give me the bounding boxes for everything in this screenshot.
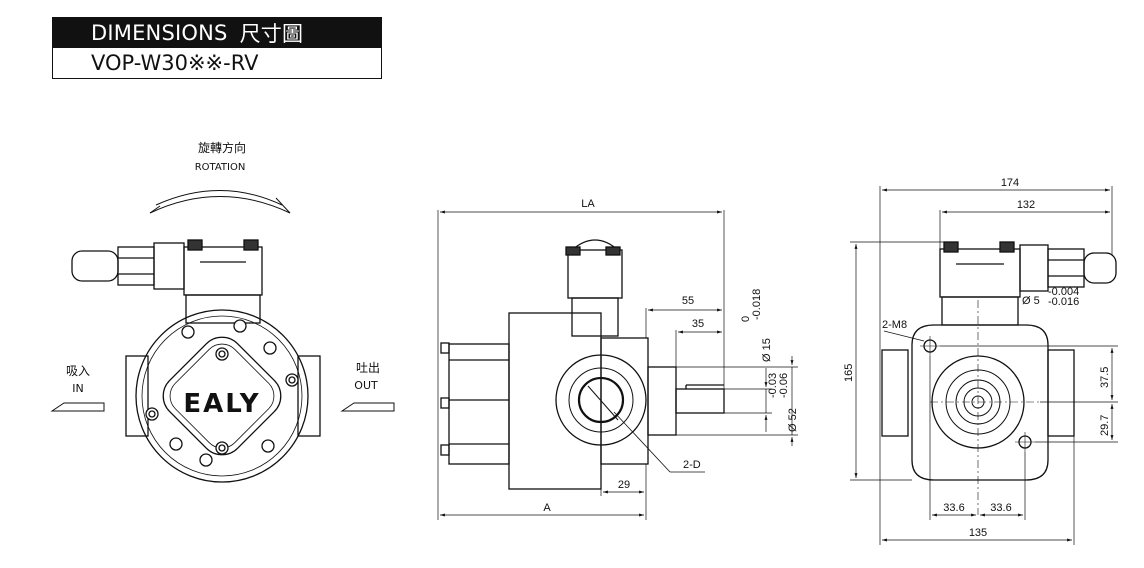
rear-main-body bbox=[911, 324, 1049, 481]
out-label-zh: 吐出 bbox=[356, 361, 380, 375]
tol-shaft-lower: -0.018 bbox=[751, 289, 763, 320]
dim-A: A bbox=[543, 502, 551, 514]
dim-55: 55 bbox=[682, 295, 694, 307]
adjuster-nut bbox=[117, 246, 155, 286]
dim-29: 29 bbox=[618, 479, 630, 491]
dim-35: 35 bbox=[692, 318, 704, 330]
brand-logo: EALY bbox=[183, 389, 260, 419]
tol-pilot-lower: -0.06 bbox=[778, 373, 790, 398]
dim-37-5: 37.5 bbox=[1099, 367, 1111, 388]
rear-adjusting-screw bbox=[1083, 252, 1117, 284]
dim-29-7: 29.7 bbox=[1099, 415, 1111, 436]
adjusting-screw bbox=[71, 250, 119, 282]
adjuster-body bbox=[153, 242, 185, 290]
dim-LA: LA bbox=[581, 198, 595, 210]
pump-body-circle bbox=[135, 309, 309, 483]
dim-pilot-dia: Ø 52 bbox=[787, 408, 799, 432]
inlet-port-block bbox=[125, 355, 149, 437]
rear-view: 174 132 Ø 5 -0.004 -0.016 bbox=[843, 177, 1118, 545]
title-block: DIMENSIONS 尺寸圖 VOP-W30※※-RV bbox=[52, 17, 382, 79]
model-number: VOP-W30※※-RV bbox=[91, 51, 259, 75]
tol-bore-lower: -0.016 bbox=[1048, 296, 1079, 308]
out-label-en: OUT bbox=[354, 379, 378, 392]
dim-132: 132 bbox=[1017, 199, 1035, 211]
dim-33-6-left: 33.6 bbox=[943, 502, 964, 514]
title-chinese: 尺寸圖 bbox=[239, 22, 304, 46]
title-header: DIMENSIONS 尺寸圖 bbox=[53, 18, 381, 48]
out-arrow bbox=[340, 402, 395, 412]
rotation-arrow bbox=[149, 196, 291, 214]
pilot-boss bbox=[647, 366, 677, 436]
rear-top-block bbox=[939, 248, 1021, 298]
in-label-zh: 吸入 bbox=[66, 364, 90, 378]
side-top-block bbox=[567, 249, 623, 299]
dim-bore: Ø 5 bbox=[1022, 295, 1040, 307]
in-arrow bbox=[50, 402, 105, 412]
rotation-label-en: ROTATION bbox=[195, 162, 246, 173]
top-block bbox=[183, 246, 263, 296]
rear-adjuster-body bbox=[1019, 244, 1049, 292]
cover-plate bbox=[162, 336, 282, 456]
thread-label: 2-M8 bbox=[882, 319, 907, 331]
tol-bore-upper: -0.004 bbox=[1048, 286, 1079, 298]
title-english: DIMENSIONS bbox=[91, 21, 228, 45]
dim-174: 174 bbox=[1001, 177, 1019, 189]
tol-shaft-upper: 0 bbox=[740, 316, 752, 322]
port-label: 2-D bbox=[683, 459, 701, 471]
in-label-en: IN bbox=[72, 382, 83, 395]
dim-135: 135 bbox=[969, 527, 987, 539]
tol-pilot-upper: -0.03 bbox=[767, 373, 779, 398]
outlet-port-block bbox=[297, 355, 321, 437]
dim-33-6-right: 33.6 bbox=[990, 502, 1011, 514]
dim-165: 165 bbox=[843, 364, 855, 382]
front-view: 旋轉方向 ROTATION bbox=[50, 140, 395, 483]
rear-cover bbox=[448, 343, 510, 465]
rotation-label-zh: 旋轉方向 bbox=[198, 140, 246, 155]
side-view: LA 55 35 bbox=[437, 198, 799, 520]
dim-shaft-dia: Ø 15 bbox=[761, 338, 773, 362]
side-main-body bbox=[508, 312, 602, 490]
drive-shaft bbox=[675, 388, 725, 414]
